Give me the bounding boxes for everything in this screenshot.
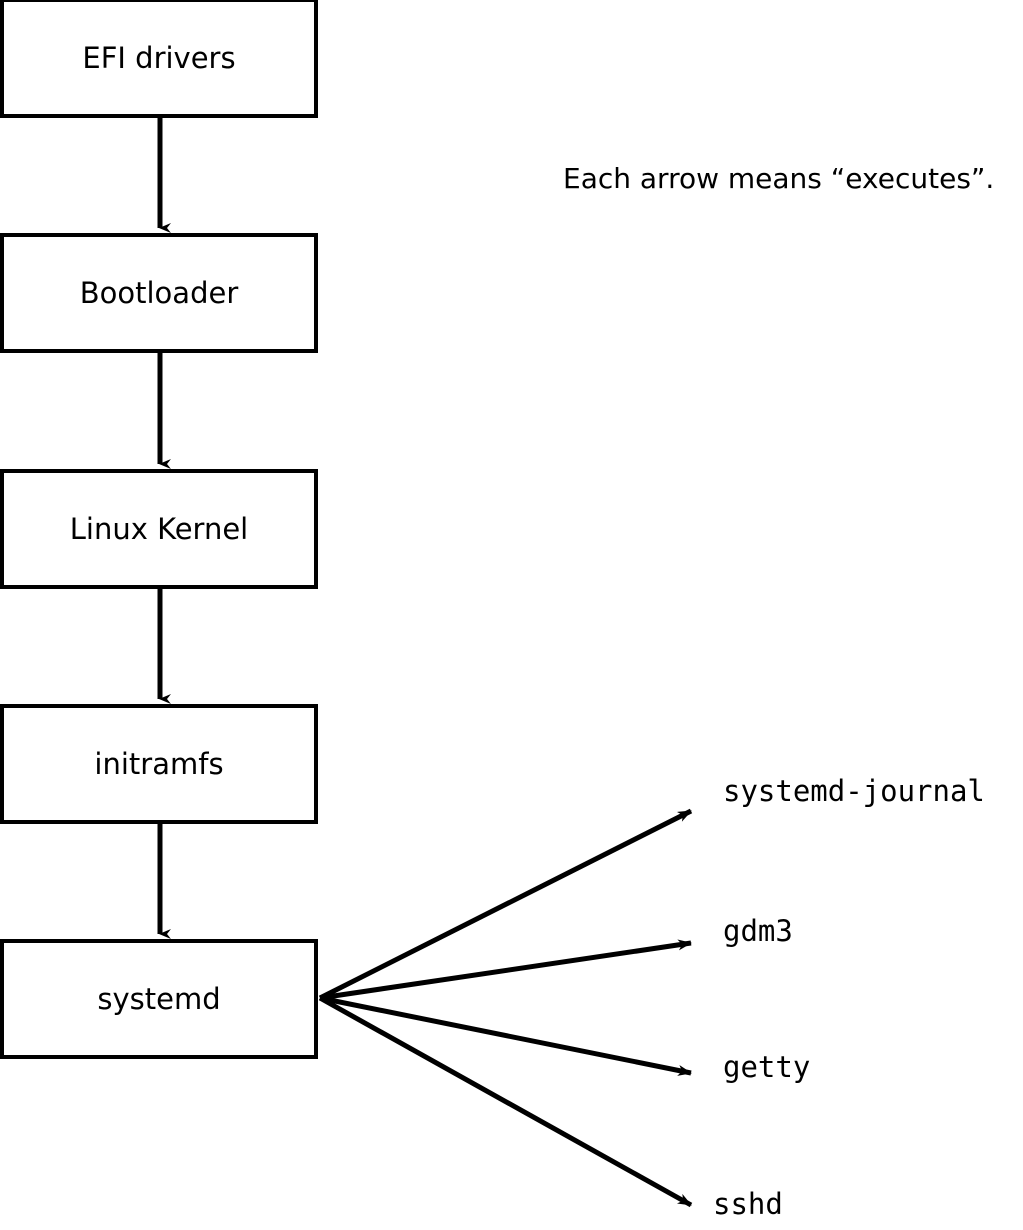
stage-box-linux-kernel: Linux Kernel: [0, 469, 318, 589]
stage-box-systemd: systemd: [0, 939, 318, 1059]
fanout-arrow-systemd-journal: [318, 808, 693, 1001]
diagram-caption: Each arrow means “executes”.: [563, 162, 995, 195]
fanout-arrow-gdm3: [319, 939, 692, 1001]
stage-label-systemd: systemd: [97, 981, 221, 1016]
stage-label-linux-kernel: Linux Kernel: [69, 511, 249, 546]
fanout-arrow-getty: [319, 995, 692, 1076]
fanout-arrow-sshd: [318, 995, 693, 1208]
leaf-label-sshd: sshd: [713, 1187, 783, 1221]
stage-box-initramfs: initramfs: [0, 704, 318, 824]
stage-label-initramfs: initramfs: [94, 746, 224, 781]
stage-box-bootloader: Bootloader: [0, 233, 318, 353]
stage-label-bootloader: Bootloader: [79, 275, 239, 310]
stage-label-efi-drivers: EFI drivers: [82, 40, 236, 75]
stage-box-efi-drivers: EFI drivers: [0, 0, 318, 118]
leaf-label-getty: getty: [723, 1050, 811, 1084]
leaf-label-systemd-journal: systemd-journal: [723, 774, 985, 808]
leaf-label-gdm3: gdm3: [723, 914, 793, 948]
